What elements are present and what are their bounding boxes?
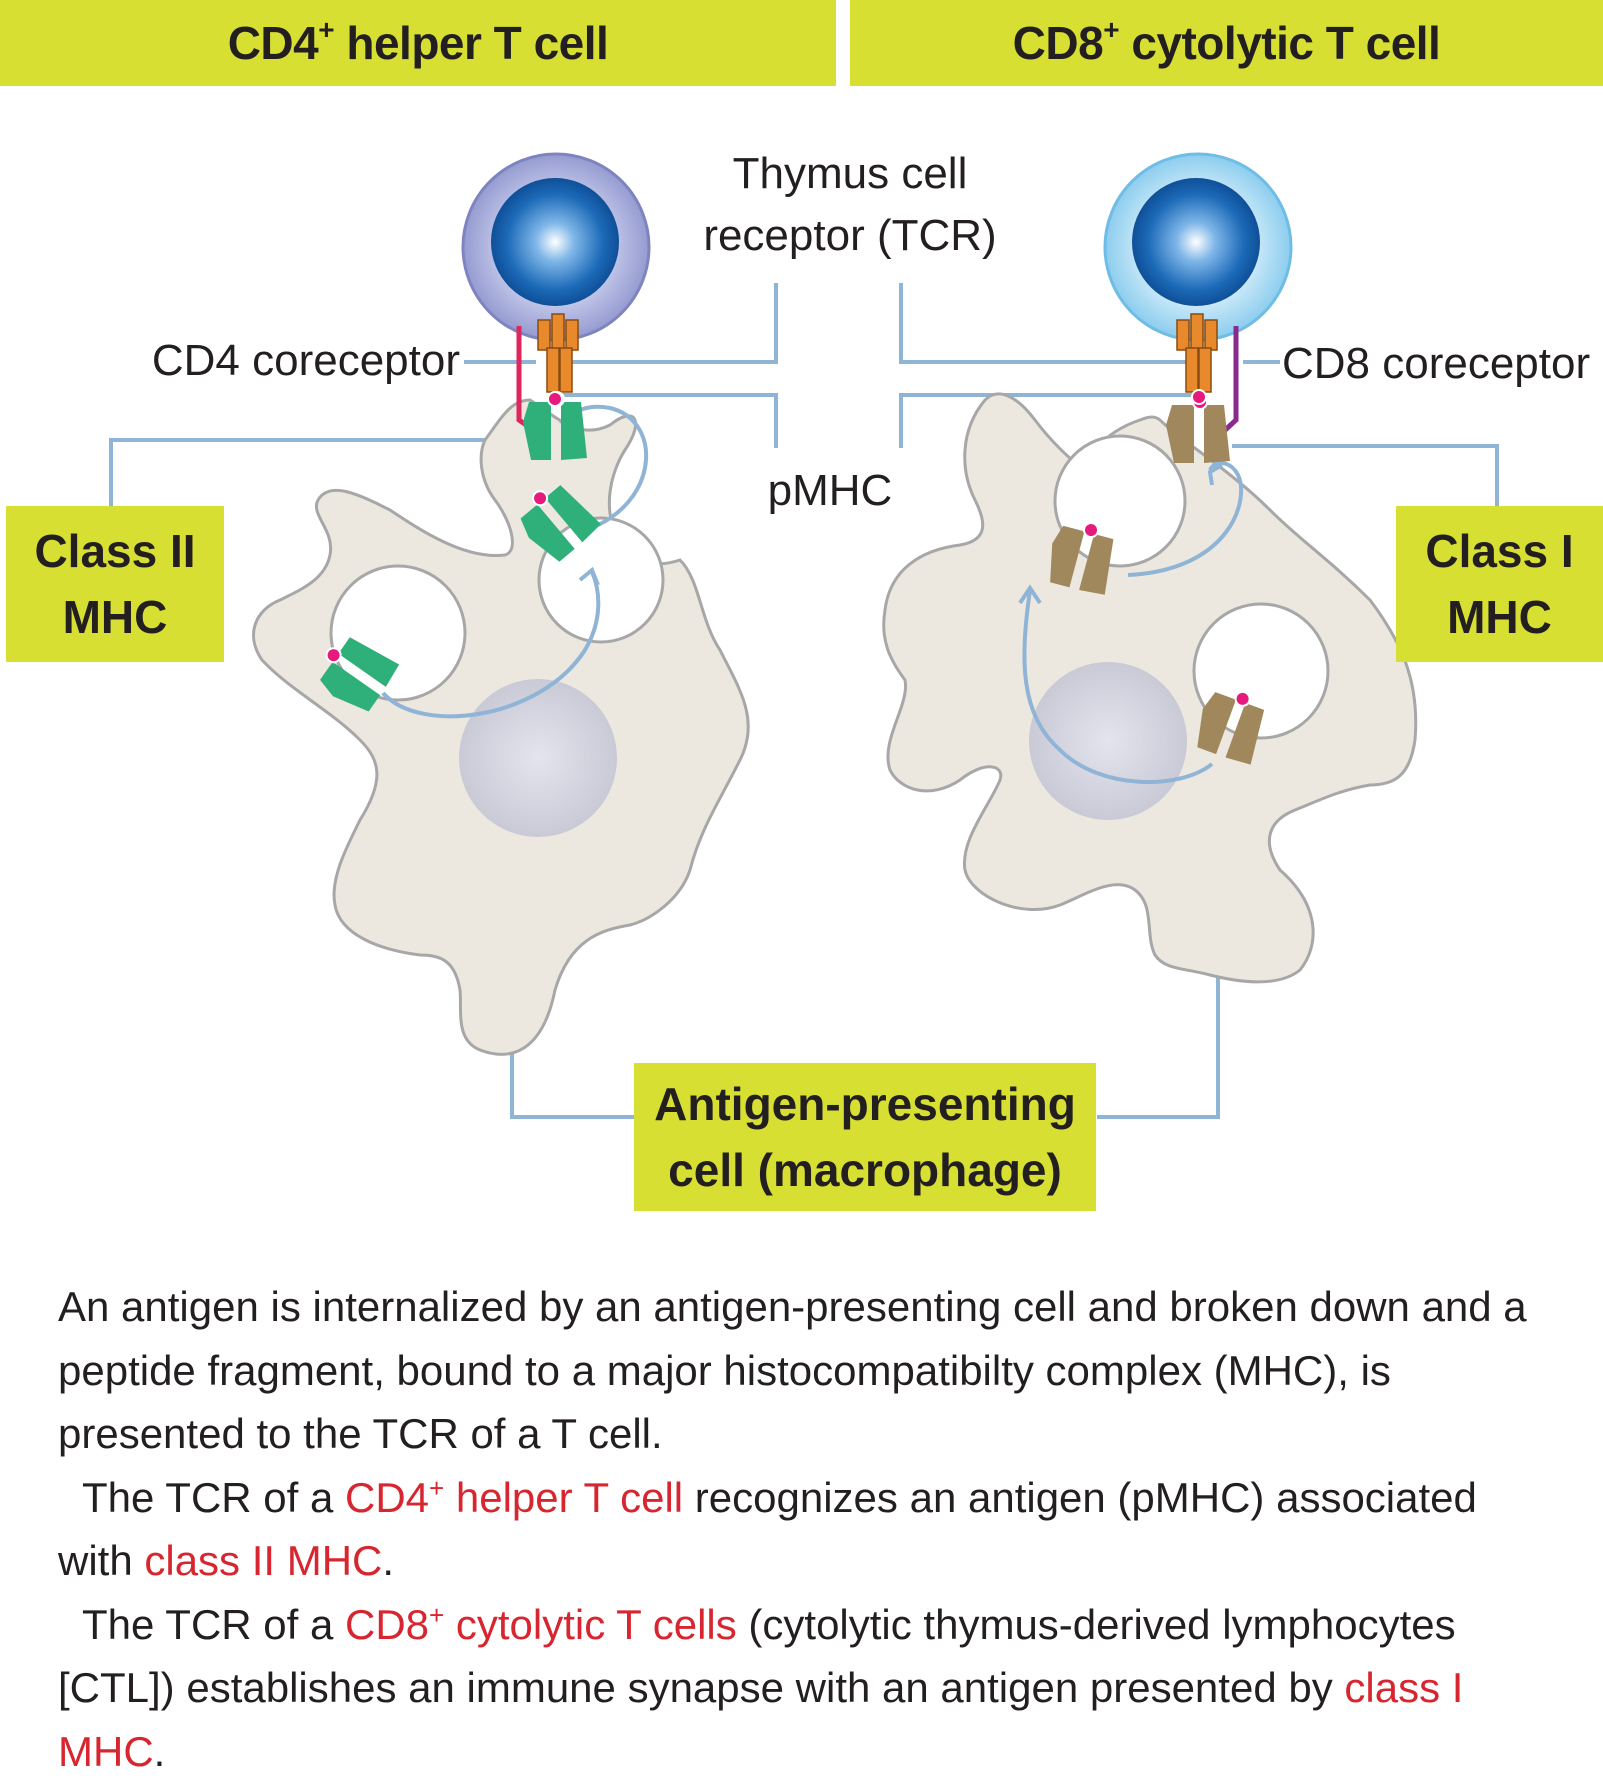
cd4-t-cell-nucleus [491,178,619,306]
caption-paragraph-3: The TCR of a CD8+ cytolytic T cells (cyt… [58,1593,1558,1783]
apc-box: Antigen-presenting cell (macrophage) [634,1063,1096,1211]
apc-box-line2: cell (macrophage) [668,1137,1062,1203]
caption-paragraph-1: An antigen is internalized by an antigen… [58,1275,1558,1466]
left-apc-nucleus [459,679,617,837]
class1-mhc-box-line1: Class I [1425,518,1573,584]
class2-mhc-box: Class II MHC [6,506,224,662]
class1-mhc-box-line2: MHC [1447,584,1552,650]
cd8-tcr-icon [1177,314,1217,392]
tcr-label-line2: receptor (TCR) [680,205,1020,267]
tcr-label: Thymus cell receptor (TCR) [680,143,1020,267]
cd4-t-cell [463,154,649,432]
class2-mhc-box-line2: MHC [63,584,168,650]
cd8-synapse-peptide [1192,390,1206,404]
cd4-synapse-peptide [548,392,562,406]
caption-paragraph-2: The TCR of a CD4+ helper T cell recogniz… [58,1466,1558,1593]
apc-box-line1: Antigen-presenting [654,1071,1076,1137]
left-apc-cell [254,400,749,1054]
leader-class1-mhc [1232,446,1497,508]
cd4-tcr-icon [538,314,578,392]
class1-mhc-box: Class I MHC [1396,506,1603,662]
cd4-coreceptor-label: CD4 coreceptor [150,330,460,392]
tcr-label-line1: Thymus cell [680,143,1020,205]
right-apc-cell [884,394,1416,982]
class2-mhc-box-line1: Class II [34,518,195,584]
leader-apc-right [1097,950,1218,1117]
pmhc-label: pMHC [760,460,900,522]
cd8-t-cell-nucleus [1132,178,1260,306]
cd8-coreceptor-label: CD8 coreceptor [1282,333,1592,395]
caption: An antigen is internalized by an antigen… [58,1275,1558,1783]
